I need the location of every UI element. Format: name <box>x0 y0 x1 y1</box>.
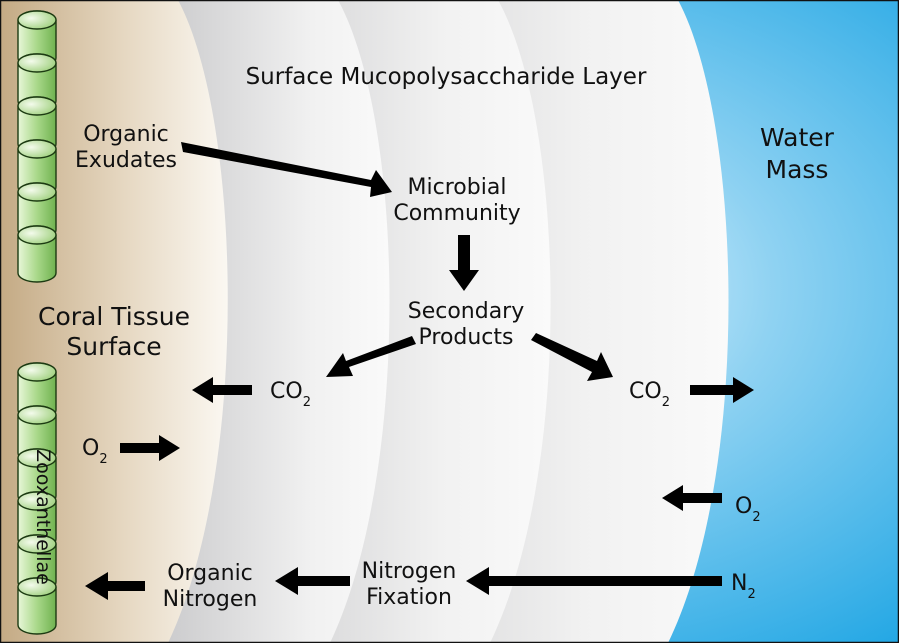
n2-label: N2 <box>731 571 756 602</box>
svg-text:Fixation: Fixation <box>366 585 452 610</box>
zooxanthellae-cells-top <box>17 10 57 283</box>
svg-text:Products: Products <box>419 325 514 350</box>
cell-icon <box>17 577 57 635</box>
arrow-community-to-products <box>449 235 479 291</box>
arrow-fixation-to-organic-nitrogen <box>275 567 350 595</box>
svg-text:Mass: Mass <box>766 155 829 184</box>
o2-right-label: O2 <box>735 494 761 525</box>
svg-text:Organic: Organic <box>83 122 169 147</box>
secondary-products-label: Secondary Products <box>408 299 525 350</box>
arrow-o2-in-left <box>120 435 180 461</box>
organic-nitrogen-label: Organic Nitrogen <box>163 561 258 612</box>
water-mass-label: Water Mass <box>760 123 835 184</box>
mucus-layer-title: Surface Mucopolysaccharide Layer <box>246 64 647 90</box>
arrow-n2-to-fixation <box>466 567 722 595</box>
arrows <box>85 142 754 600</box>
arrow-organic-nitrogen-to-cells <box>85 572 145 600</box>
nitrogen-fixation-label: Nitrogen Fixation <box>362 559 457 610</box>
arrow-products-to-co2-left <box>326 336 416 377</box>
o2-left-label: O2 <box>82 436 108 467</box>
coral-tissue-region <box>0 0 228 643</box>
arrow-co2-out-right <box>690 377 754 403</box>
organic-exudates-label: Organic Exudates <box>75 122 177 173</box>
cell-icon <box>17 225 57 283</box>
svg-text:Community: Community <box>393 201 520 226</box>
arrow-o2-in-right <box>662 485 722 511</box>
arrow-products-to-co2-right <box>531 333 613 381</box>
svg-text:Surface: Surface <box>66 332 161 361</box>
svg-text:Secondary: Secondary <box>408 299 525 324</box>
microbial-community-label: Microbial Community <box>393 175 520 226</box>
svg-text:Exudates: Exudates <box>75 148 177 173</box>
svg-text:Organic: Organic <box>167 561 253 586</box>
arrow-co2-out-left <box>192 377 252 403</box>
coral-tissue-surface-label: Coral Tissue Surface <box>38 302 190 361</box>
co2-right-label: CO2 <box>629 379 670 410</box>
svg-text:Water: Water <box>760 123 835 152</box>
svg-text:Nitrogen: Nitrogen <box>362 559 457 584</box>
arrow-exudates-to-community <box>181 142 392 197</box>
zooxanthellae-label: Zooxanthellae <box>32 449 54 585</box>
co2-left-label: CO2 <box>270 379 311 410</box>
svg-text:Microbial: Microbial <box>408 175 507 200</box>
svg-text:Coral Tissue: Coral Tissue <box>38 302 190 331</box>
svg-text:Nitrogen: Nitrogen <box>163 587 258 612</box>
